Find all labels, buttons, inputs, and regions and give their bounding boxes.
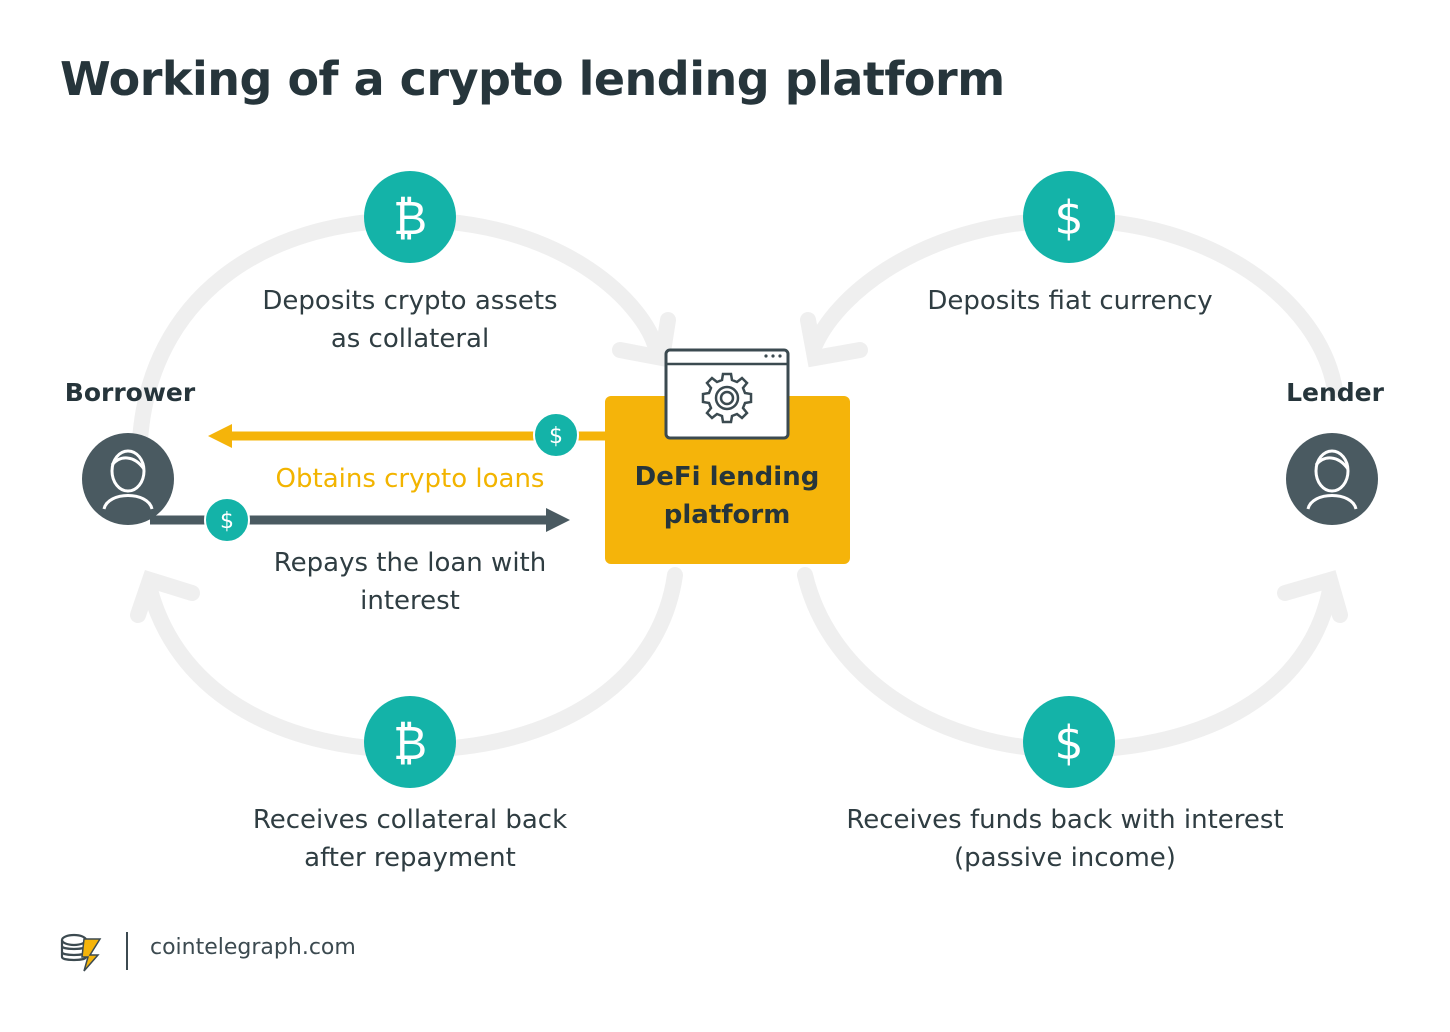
borrower-label: Borrower	[64, 378, 196, 407]
repay-arrowhead	[546, 508, 570, 532]
arrowhead-bottom-right	[1277, 570, 1348, 623]
footer-brand-link[interactable]: cointelegraph.com	[150, 935, 356, 960]
cointelegraph-logo	[60, 933, 102, 972]
arrowhead-bottom-left	[130, 570, 200, 623]
lender-label: Lender	[1286, 378, 1384, 407]
bitcoin-icon	[364, 171, 456, 263]
dollar-icon	[533, 412, 579, 458]
browser-window	[664, 348, 790, 440]
svg-text:$: $	[549, 424, 563, 449]
obtain-loans-arrowhead	[208, 424, 232, 448]
page-title: Working of a crypto lending platform	[60, 52, 1005, 106]
funds-back-label: Receives funds back with interest (passi…	[846, 805, 1284, 873]
deposit-fiat-label: Deposits fiat currency	[927, 286, 1213, 316]
svg-text:$: $	[1054, 716, 1083, 770]
deposit-collateral-label: Deposits crypto assets as collateral	[262, 286, 558, 354]
arrowhead-top-right	[800, 312, 868, 368]
bitcoin-icon	[364, 696, 456, 788]
svg-text:$: $	[220, 509, 234, 534]
svg-text:₿: ₿	[393, 716, 427, 770]
dollar-icon	[1023, 171, 1115, 263]
svg-text:₿: ₿	[393, 191, 427, 245]
defi-platform-label: DeFi lending platform	[634, 462, 820, 530]
gear-icon	[701, 372, 753, 424]
svg-text:$: $	[1054, 191, 1083, 245]
repay-loan-label: Repays the loan with interest	[273, 548, 547, 616]
arrowhead-top-left	[612, 312, 676, 368]
collateral-back-label: Receives collateral back after repayment	[252, 805, 568, 873]
obtain-loans-label: Obtains crypto loans	[275, 464, 545, 494]
dollar-icon	[1023, 696, 1115, 788]
avatar	[82, 433, 174, 525]
avatar	[1286, 433, 1378, 525]
dollar-icon	[204, 497, 250, 543]
